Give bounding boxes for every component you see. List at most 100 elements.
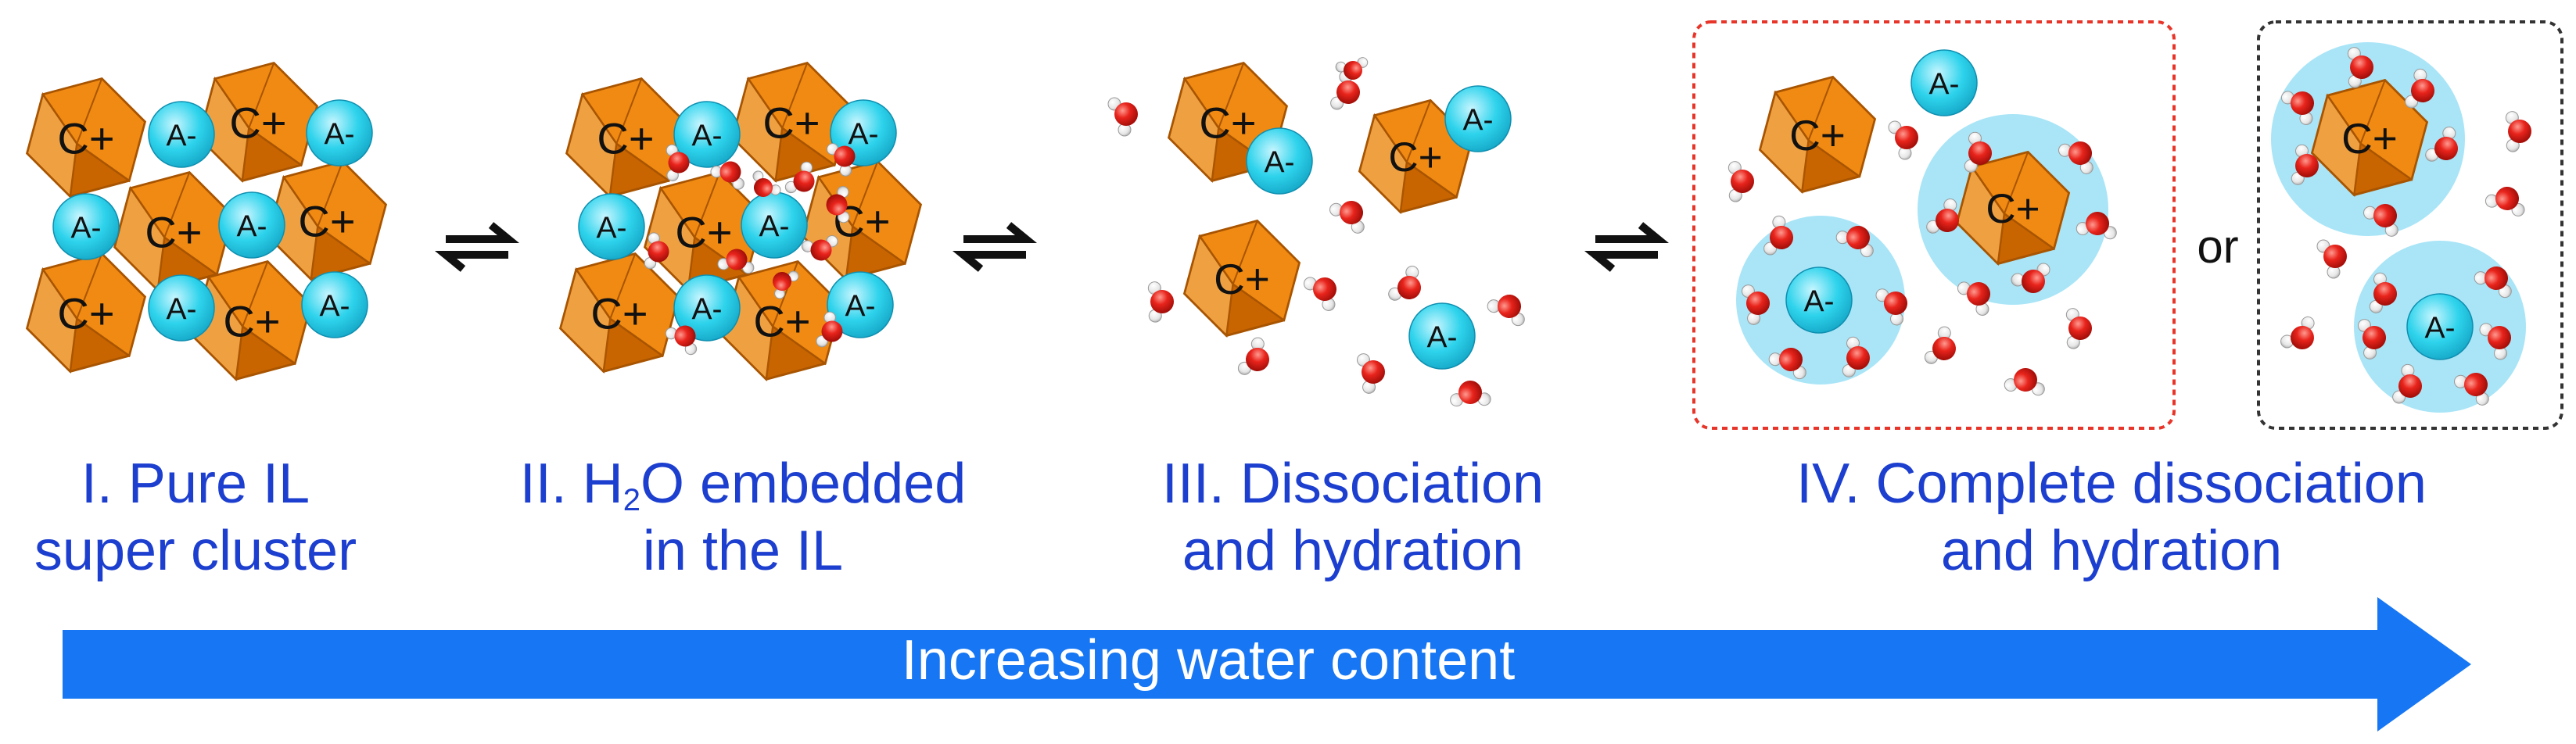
stage-1-label-line1: I. Pure IL — [81, 452, 310, 515]
anion-label: A- — [325, 117, 355, 151]
cation-octahedron: C+ — [643, 170, 765, 293]
anion-sphere: A- — [218, 191, 285, 259]
water-molecule — [1303, 277, 1336, 311]
anion-label: A- — [237, 209, 267, 243]
stage-2-label-line1: II. H2O embedded — [461, 450, 1024, 517]
cation-label: C+ — [57, 288, 114, 338]
stage-4-label-line2: and hydration — [1940, 520, 2283, 582]
cation-label: C+ — [229, 98, 286, 147]
water-molecule — [784, 161, 815, 194]
water-molecule — [2280, 316, 2315, 349]
stage-3-label-line2: and hydration — [1182, 520, 1524, 582]
water-molecule — [1237, 337, 1269, 375]
water-molecule — [1335, 57, 1369, 80]
water-molecule — [1388, 266, 1421, 301]
anion-label: A- — [845, 289, 876, 323]
water-molecule — [1768, 348, 1806, 380]
water-molecule — [1842, 336, 1870, 377]
water-molecule — [1924, 326, 1956, 364]
water-molecule — [1356, 353, 1385, 394]
arrow-label: Increasing water content — [901, 629, 1516, 692]
cation-label: C+ — [1986, 186, 2040, 232]
stage-2-label-prefix: II. H — [519, 452, 623, 515]
water-molecule — [2065, 308, 2092, 349]
water-molecule — [1763, 215, 1793, 256]
option-box-black — [2257, 20, 2563, 430]
anion-label: A- — [759, 209, 790, 243]
anion-label: A- — [1804, 284, 1835, 318]
water-molecule — [1147, 281, 1174, 323]
water-molecule — [1926, 199, 1959, 234]
cation-label: C+ — [145, 207, 202, 256]
water-molecule — [2485, 187, 2525, 216]
anion-sphere: A- — [148, 274, 215, 342]
increasing-water-arrow — [63, 597, 2471, 731]
anion-sphere: A- — [1910, 49, 1978, 116]
anion-label: A- — [1427, 320, 1458, 354]
water-molecule — [2004, 368, 2045, 396]
stage-2-label-subscript: 2 — [622, 483, 640, 517]
water-molecule — [1450, 381, 1491, 407]
cation-label: C+ — [223, 296, 280, 345]
stage-4-label-line1: IV. Complete dissociation — [1796, 452, 2427, 515]
cation-octahedron: C+ — [25, 77, 147, 199]
water-molecule — [826, 186, 850, 224]
anion-sphere: A- — [2406, 293, 2474, 360]
anion-sphere: A- — [1246, 127, 1313, 195]
anion-sphere: A- — [578, 193, 645, 260]
stage-3-label-line1: III. Dissociation — [1161, 452, 1545, 515]
water-molecule — [826, 143, 856, 177]
water-molecule — [1835, 226, 1874, 258]
stage-1-pure-il-cluster: C+C+C+C+C+C+A-A-A-A-A-A- — [25, 61, 388, 382]
water-molecule — [816, 311, 843, 348]
cation-label: C+ — [762, 98, 820, 147]
water-molecule — [1107, 97, 1138, 137]
or-text: or — [2197, 220, 2238, 273]
water-molecule — [1741, 284, 1770, 325]
anion-label: A- — [71, 211, 102, 245]
water-molecule — [2076, 212, 2117, 240]
anion-sphere: A- — [741, 191, 808, 259]
anion-label: A- — [320, 289, 350, 323]
cation-label: C+ — [1199, 98, 1256, 147]
anion-label: A- — [1265, 145, 1295, 179]
water-molecule — [1875, 288, 1907, 326]
cation-octahedron: C+ — [721, 259, 843, 382]
anion-label: A- — [692, 119, 723, 152]
water-molecule — [1957, 281, 1990, 316]
stage-1-label-line2: super cluster — [34, 520, 357, 582]
water-molecule — [1727, 161, 1754, 202]
stage-3-dissociation: C+A-C+A-C+A- — [1107, 57, 1525, 407]
water-molecule — [2425, 127, 2458, 162]
anion-label: A- — [597, 211, 627, 245]
stage-2-label-suffix: O embedded — [640, 452, 967, 515]
water-molecule — [2357, 319, 2386, 359]
anion-sphere: A- — [827, 271, 894, 338]
cation-octahedron: C+ — [730, 61, 852, 184]
cation-octahedron: C+ — [266, 159, 388, 282]
anion-label: A- — [2425, 311, 2456, 345]
water-molecule — [2058, 141, 2093, 174]
cation-label: C+ — [597, 113, 654, 163]
water-molecule — [2011, 263, 2050, 293]
equilibrium-arrows-icon — [434, 222, 520, 272]
stage-4-complete-dissociation: C+A-C+A-C+A- — [1727, 42, 2531, 413]
cation-label: C+ — [1214, 255, 1270, 303]
water-molecule — [710, 161, 744, 190]
cation-octahedron: C+ — [558, 252, 680, 374]
cation-octahedron: C+ — [113, 170, 235, 293]
anion-label: A- — [692, 292, 723, 326]
cation-label: C+ — [2341, 114, 2398, 163]
cation-label: C+ — [675, 207, 732, 256]
water-molecule — [1487, 295, 1525, 327]
water-molecule — [2347, 47, 2373, 88]
equilibrium-arrows-icon — [952, 222, 1038, 272]
anion-sphere: A- — [148, 101, 215, 168]
cation-octahedron: C+ — [197, 61, 319, 184]
water-molecule — [2291, 144, 2319, 185]
stage-3-label: III. Dissociation and hydration — [1087, 450, 1619, 585]
anion-sphere: A- — [301, 271, 368, 338]
water-molecule — [773, 270, 799, 299]
anion-label: A- — [167, 292, 197, 326]
